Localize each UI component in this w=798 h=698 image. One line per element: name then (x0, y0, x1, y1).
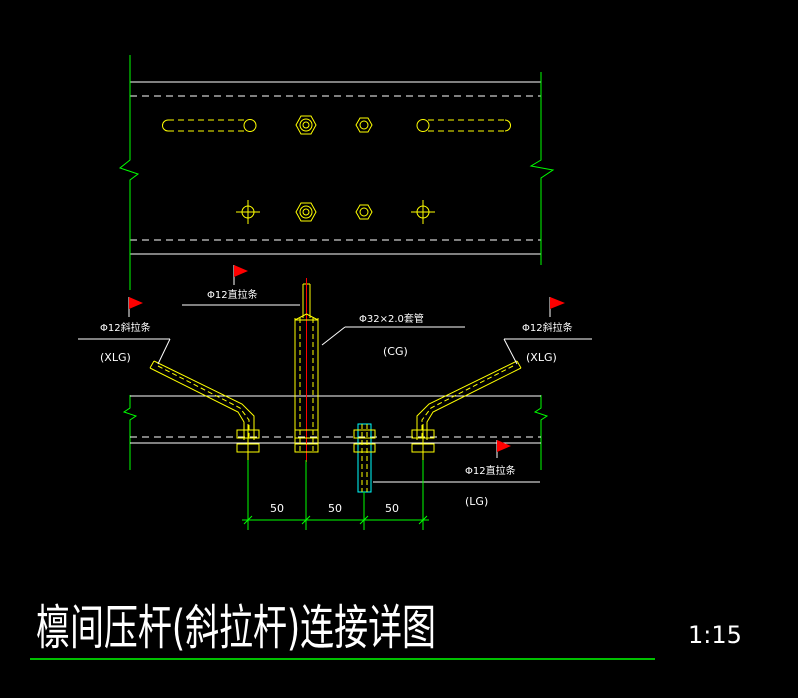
flag-icon-top (233, 265, 248, 285)
label-top-rod: Φ12直拉条 (207, 288, 258, 301)
label-left-rod: Φ12斜拉条 (100, 321, 151, 334)
hex-bolt-lower-1 (295, 202, 317, 222)
crosshair-hole-left (236, 200, 260, 224)
nut-lg (353, 429, 376, 453)
crosshair-hole-right (411, 200, 435, 224)
flag-icon-left (128, 297, 143, 317)
hex-bolt-upper-2 (355, 117, 373, 133)
straight-rod-lg (357, 423, 372, 493)
nut-right (411, 424, 435, 460)
flag-icon-bottom (496, 440, 511, 458)
label-right-rod: Φ12斜拉条 (522, 321, 573, 334)
hex-bolt-upper-1 (295, 115, 317, 135)
leader-lines (78, 304, 592, 483)
label-left-code: (XLG) (100, 351, 131, 364)
flag-icon-right (549, 297, 565, 317)
label-bottom-code: (LG) (465, 495, 488, 508)
nut-left (236, 424, 260, 460)
label-tube-code: (CG) (383, 345, 408, 358)
drawing-title: 檩间压杆(斜拉杆)连接详图 (36, 600, 436, 656)
slotted-hole-right (416, 119, 511, 132)
lower-purlin (130, 395, 541, 444)
drawing-scale: 1:15 (688, 621, 742, 649)
tube-cg (294, 278, 319, 462)
dimension-1: 50 (270, 502, 284, 515)
slotted-hole-left (162, 119, 257, 132)
dimension-2: 50 (328, 502, 342, 515)
label-bottom-rod: Φ12直拉条 (465, 464, 516, 477)
label-tube: Φ32×2.0套管 (359, 312, 424, 325)
diagonal-rod-left (149, 360, 255, 440)
hex-bolt-lower-2 (355, 204, 373, 220)
label-right-code: (XLG) (526, 351, 557, 364)
dimension-3: 50 (385, 502, 399, 515)
nut-center (294, 429, 319, 453)
upper-purlin (130, 81, 541, 255)
break-lines (118, 55, 555, 470)
dimension-line (242, 460, 429, 530)
diagonal-rod-right (416, 360, 522, 440)
